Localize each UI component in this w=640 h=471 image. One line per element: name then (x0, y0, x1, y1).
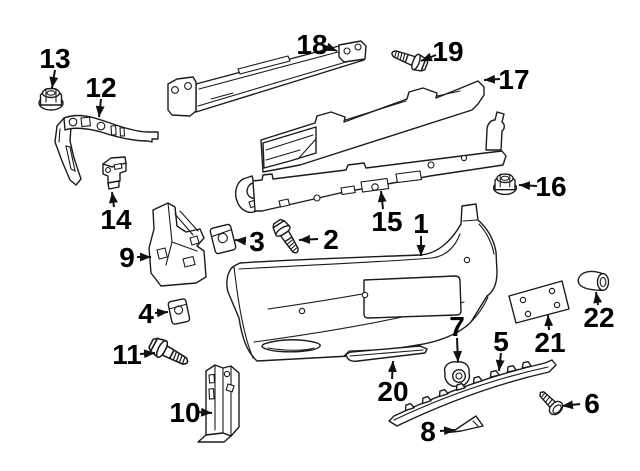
callout-19: 19 (420, 36, 464, 67)
part-1-bumper-cover (226, 203, 498, 362)
callout-7: 7 (449, 311, 465, 363)
callout-arrow (377, 190, 387, 210)
callout-arrow (139, 349, 156, 359)
callout-number: 21 (534, 327, 565, 358)
callout-arrow (495, 352, 505, 372)
callout-14: 14 (100, 191, 132, 235)
callout-arrow (518, 181, 538, 191)
callout-number: 15 (371, 206, 402, 237)
callout-arrow (439, 426, 456, 436)
callout-arrow (453, 337, 463, 363)
callout-arrow (197, 407, 213, 417)
callout-arrow (544, 314, 554, 331)
callout-number: 22 (583, 302, 614, 333)
callout-8: 8 (420, 416, 456, 447)
part-17-energy-absorber (260, 80, 485, 173)
callout-arrow (561, 400, 581, 410)
callout-number: 5 (493, 326, 509, 357)
part-7-parking-sensor (443, 361, 471, 388)
callout-9: 9 (119, 242, 151, 273)
callout-number: 20 (377, 376, 408, 407)
callout-number: 7 (449, 311, 465, 342)
callout-17: 17 (483, 64, 530, 95)
part-5-lower-trim-strip (388, 359, 557, 427)
callout-arrow (154, 308, 169, 318)
callout-number: 6 (584, 388, 600, 419)
callout-arrow (420, 52, 437, 62)
callout-arrow (298, 234, 319, 244)
callout-number: 14 (100, 204, 132, 235)
callout-arrow (387, 360, 397, 380)
callout-2: 2 (298, 224, 339, 255)
callout-number: 1 (413, 208, 429, 239)
part-15-lower-reinforcement (234, 111, 507, 214)
callout-arrow (49, 69, 59, 89)
part-3-clip-nut (209, 223, 237, 255)
part-18-impact-bar (167, 40, 367, 117)
callout-18: 18 (296, 29, 338, 60)
callout-number: 2 (323, 224, 339, 255)
part-14-clip (102, 156, 127, 190)
callout-number: 4 (138, 298, 154, 329)
callout-number: 11 (112, 339, 142, 370)
part-21-license-bracket (508, 280, 570, 324)
callout-12: 12 (85, 72, 117, 118)
callout-number: 9 (119, 242, 135, 273)
callout-arrow (95, 98, 105, 118)
callout-number: 13 (39, 43, 70, 74)
part-16-nut (492, 173, 518, 196)
part-4-clip-nut (167, 298, 191, 325)
callout-10: 10 (169, 397, 213, 428)
callout-21: 21 (534, 314, 566, 358)
callout-number: 3 (249, 226, 265, 257)
callout-number: 8 (420, 416, 436, 447)
callout-arrow (108, 191, 118, 208)
part-6-screw (534, 386, 566, 418)
callout-arrow (593, 291, 603, 306)
callout-3: 3 (234, 226, 265, 257)
callout-1: 1 (413, 208, 429, 256)
callout-22: 22 (583, 291, 615, 333)
part-2-bolt (269, 216, 305, 258)
callout-4: 4 (138, 298, 169, 329)
callout-arrow (234, 236, 247, 246)
part-20-reflector-strip (345, 345, 428, 362)
callout-number: 16 (535, 171, 566, 202)
callout-20: 20 (377, 360, 409, 407)
callout-number: 18 (296, 29, 327, 60)
callout-16: 16 (518, 171, 567, 202)
callout-number: 12 (85, 72, 116, 103)
callout-arrow (324, 42, 338, 52)
diagram-artwork (38, 40, 610, 443)
callout-number: 19 (432, 36, 463, 67)
callout-number: 10 (169, 397, 200, 428)
callout-11: 11 (112, 339, 156, 370)
callout-arrow (483, 74, 501, 84)
callout-13: 13 (39, 43, 71, 89)
part-22-parking-sensor (577, 270, 610, 292)
callout-6: 6 (561, 388, 600, 419)
part-9-splash-shield (148, 202, 207, 287)
part-13-nut (38, 87, 64, 111)
callout-15: 15 (371, 190, 403, 237)
part-10-mount-bracket (197, 364, 240, 443)
callout-number: 17 (498, 64, 529, 95)
part-12-side-bracket (54, 114, 159, 186)
callout-5: 5 (493, 326, 509, 372)
